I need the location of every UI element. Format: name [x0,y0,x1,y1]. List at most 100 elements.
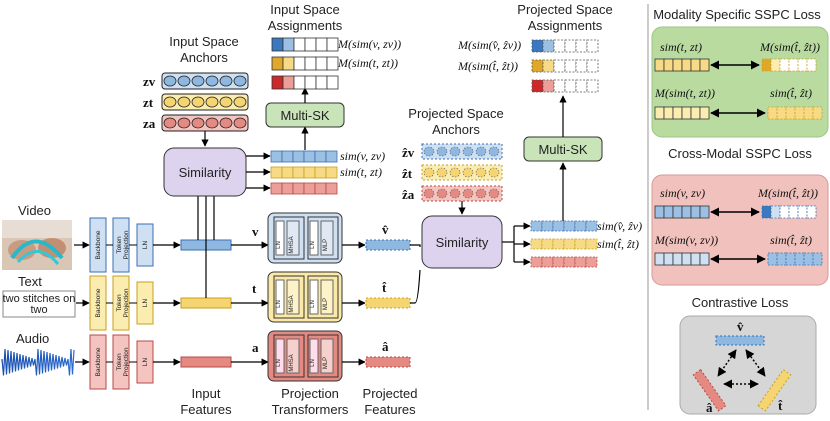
loss-cell [794,252,805,266]
proj-sim-cell [541,238,554,250]
loss-cell [770,58,781,72]
proj-sim-cell [585,220,598,232]
anchor-circle [177,75,191,87]
svg-text:Token: Token [116,294,123,312]
anchor-circle [163,75,177,87]
projected-anchors [421,143,503,202]
svg-text:Token: Token [116,353,123,371]
proj-features-label-2: Features [364,402,416,417]
proj-sim-cell [530,256,543,268]
anchor-circle [233,117,247,129]
video-feature-symbol: v [252,224,259,239]
loss-cell [654,205,665,219]
loss-cell [663,106,674,120]
proj-text-bar [365,297,411,309]
sim-cell [281,166,294,179]
loss-cell [797,205,808,219]
contrastive-title: Contrastive Loss [692,295,789,310]
loss-cell [699,58,710,72]
input-anchors [161,72,249,132]
loss-cell [699,252,710,266]
input-assign-title-1: Input Space [270,2,339,17]
assign-cell [586,79,599,93]
proj-anchor-circle [436,146,448,157]
loss-cell [663,252,674,266]
anchor-circle [163,117,177,129]
audio-waveform [1,348,75,376]
assign-cell [564,39,577,53]
proj-assign-title-2: Assignments [528,18,603,33]
proj-transformers-label-1: Projection [281,386,339,401]
sim-cell [314,166,327,179]
loss-cell [681,252,692,266]
loss-cell [681,106,692,120]
assign-cell [293,37,306,52]
loss-cell [690,205,701,219]
proj-sim-cell [563,238,576,250]
assign-cell [564,59,577,73]
ms-right-2: sim(t̂, ẑt) [770,86,812,100]
transformer-audio [267,330,343,382]
assign-cell [282,56,295,71]
svg-text:Projection: Projection [123,230,130,259]
proj-sim-cell [574,220,587,232]
projected-similarity-outputs [530,220,598,268]
assign-cell [304,75,317,90]
assign-cell [326,75,339,90]
proj-video-bar [365,239,411,251]
transformer-sublabel: MLP [323,239,329,251]
input-anchors-title-2: Anchors [180,50,228,65]
cm-right-2: sim(t̂, ẑt) [770,233,812,247]
anchor-circle [177,117,191,129]
cross-modal-title: Cross-Modal SSPC Loss [668,146,812,161]
sim-cell [325,150,338,163]
proj-sim-cell [585,256,598,268]
assign-m-t: M(sim(t, zt)) [337,56,398,70]
anchor-circle [233,96,247,108]
proj-anchor-circle [449,188,461,199]
input-assign-title-2: Assignments [268,18,343,33]
transformer-sublabel: MHSA [289,236,295,253]
assign-cell [282,75,295,90]
input-features-label-1: Input [192,386,221,401]
loss-cell [803,252,814,266]
loss-cell [672,106,683,120]
sim-that-zthat: sim(t̂, ẑt) [597,237,639,251]
assign-cell [271,37,284,52]
proj-features-label-1: Projected [363,386,418,401]
assign-cell [542,79,555,93]
proj-sim-cell [563,256,576,268]
svg-text:Backbone: Backbone [95,347,102,376]
loss-cell [681,58,692,72]
proj-anchor-a: ẑa [402,187,415,202]
assign-cell [304,56,317,71]
loss-cell [776,106,787,120]
proj-sim-cell [541,220,554,232]
proj-anchor-v: ẑv [402,145,415,160]
proj-anchor-circle [488,188,500,199]
anchor-circle [205,75,219,87]
transformer-sublabel: LN [310,359,316,367]
input-similarity-outputs [270,150,338,195]
transformer-sublabel: MLP [323,357,329,369]
loss-cell [681,205,692,219]
transformer-sublabel: LN [276,300,282,308]
proj-anchor-circle [423,188,435,199]
loss-cell [767,106,778,120]
proj-sim-cell [552,256,565,268]
svg-text:LN: LN [142,358,149,367]
anchor-circle [219,75,233,87]
sim-cell [303,166,316,179]
loss-cell [812,252,823,266]
assign-cell [271,75,284,90]
svg-text:Backbone: Backbone [95,288,102,317]
assign-cell [586,39,599,53]
proj-sim-cell [563,220,576,232]
loss-cell [663,58,674,72]
text-example-box: two stitches on two [2,290,76,318]
anchor-circle [205,96,219,108]
sim-cell [325,166,338,179]
proj-audio-bar [365,356,411,368]
loss-cell [761,205,772,219]
